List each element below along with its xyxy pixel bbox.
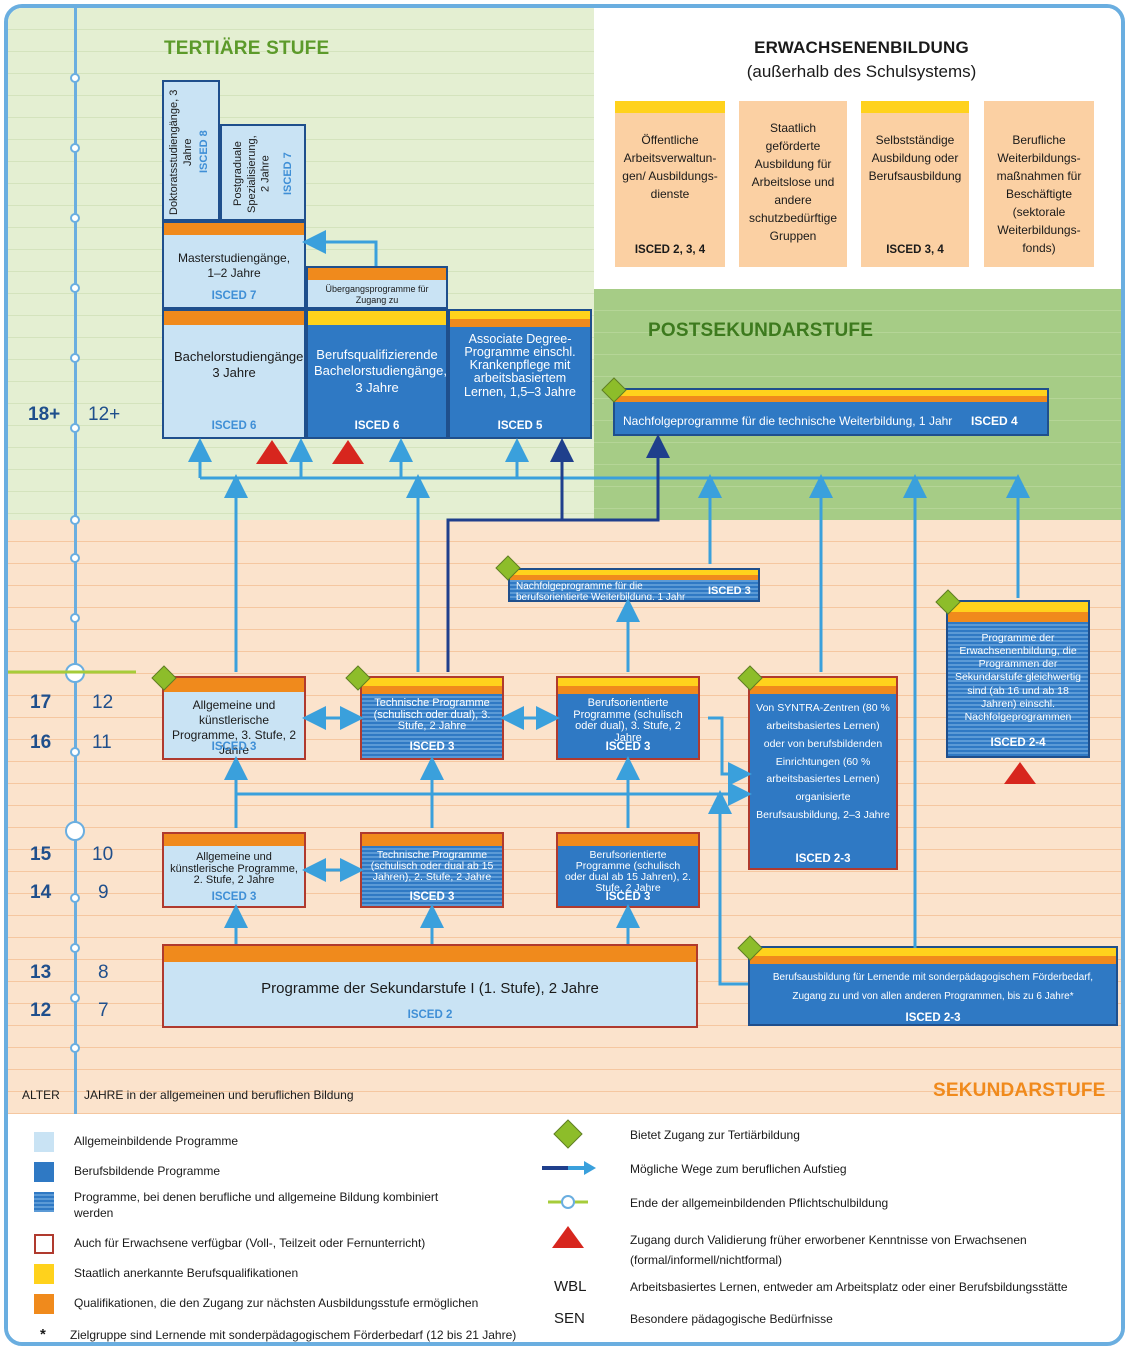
year-12plus: 12+ [88,404,121,425]
year-9: 9 [98,882,109,903]
year-12: 12 [92,692,114,713]
legend-general: Allgemeinbildende Programme [74,1134,239,1148]
gen3-box: Allgemeine und künstlerische Programme, … [162,676,306,760]
abbr-wbl-text: Arbeitsbasiertes Lernen, entweder am Arb… [630,1280,1068,1294]
age-17: 17 [30,692,52,713]
voc2-box: Berufsorientierte Programme (schulisch o… [556,832,700,908]
legend-compulsory-end: Ende der allgemeinbildenden Pflichtschul… [630,1196,889,1210]
adult-card-unemployed-training: Staatlich geförderte Ausbildung für Arbe… [739,101,847,267]
tech-further-box: Nachfolgeprogramme für die technische We… [613,388,1049,436]
master-box: Masterstudiengänge, 1–2 Jahre ISCED 7 [162,221,306,309]
footnote-mark: * [40,1326,46,1343]
sen-box: Berufsausbildung für Lernende mit sonder… [748,946,1118,1026]
legend-career-paths: Mögliche Wege zum beruflichen Aufstieg [630,1162,847,1176]
tech2-box: Technische Programme (schulisch oder dua… [360,832,504,908]
legend-adult: Auch für Erwachsene verfügbar (Voll-, Te… [74,1236,426,1250]
syntra-box: Von SYNTRA-Zentren (80 % arbeitsbasierte… [748,676,898,870]
legend-vocational: Berufsbildende Programme [74,1164,221,1178]
legend-zone [8,1114,1121,1342]
adult-education-subtitle: (außerhalb des Schulsystems) [746,62,977,81]
legend-swatch-adult [34,1234,54,1254]
associate-degree-box: Associate Degree-Programme einschl. Kran… [448,309,592,439]
age-14: 14 [30,882,52,903]
age-16: 16 [30,732,52,753]
adult-prog-box: Programme der Erwachsenenbildung, die Pr… [946,600,1090,758]
adult-education-title: ERWACHSENENBILDUNG [754,38,969,57]
adult-card-sectoral-funds: Berufliche Weiterbildungs­maßnahmen für … [984,101,1094,267]
footnote-text: Zielgruppe sind Lernende mit sonderpädag… [70,1328,517,1342]
bachelor-box: Bachelorstudiengänge, 3 Jahre ISCED 6 [162,309,306,439]
age-13: 13 [30,962,52,983]
diagram-frame: TERTIÄRE STUFE POSTSEKUNDARSTUFE SEKUNDA… [4,4,1125,1346]
adult-card-public-employment: Öffentliche Arbeitsverwaltun­gen/ Ausbil… [615,101,725,267]
lower-secondary-box: Programme der Sekundarstufe I (1. Stufe)… [162,944,698,1028]
age-12: 12 [30,1000,52,1021]
legend-combined: Programme, bei denen berufliche und allg… [74,1190,439,1220]
year-8: 8 [98,962,109,983]
abbr-sen: SEN [554,1310,585,1327]
doctoral-box: Doktoratsstudiengänge, 3 Jahre ISCED 8 [162,80,220,221]
legend-swatch-qualification [34,1264,54,1284]
postgrad-box: Postgraduale Spezialisierung, 2 Jahre IS… [220,124,306,221]
prof-bachelor-box: Berufsqualifizierende Bachelorstudiengän… [306,309,448,439]
secondary-title: SEKUNDARSTUFE [933,1080,1106,1101]
year-10: 10 [92,844,114,865]
abbr-wbl: WBL [554,1278,587,1295]
legend-swatch-progression [34,1294,54,1314]
legend-swatch-combined [34,1192,54,1212]
legend-progression: Qualifikationen, die den Zugang zur näch… [74,1296,479,1310]
arrow-connectors [8,73,1036,1053]
bridging-box: Übergangsprogramme für Zugang zu Masters… [306,266,448,309]
years-axis-label: JAHRE in der allgemeinen und beruflichen… [84,1088,354,1102]
legend-icons [542,1119,596,1248]
age-15: 15 [30,844,52,865]
legend-validation: Zugang durch Validierung früher erworben… [630,1233,1027,1268]
tertiary-title: TERTIÄRE STUFE [164,38,330,59]
legend-swatch-vocational [34,1162,54,1182]
legend-tertiary-access: Bietet Zugang zur Tertiärbildung [630,1128,800,1142]
age-18plus: 18+ [28,404,61,425]
voc3-box: Berufsorientierte Programme (schulisch o… [556,676,700,760]
year-7: 7 [98,1000,109,1021]
year-11: 11 [92,732,112,753]
legend-qualification: Staatlich anerkannte Berufsqualifikation… [74,1266,299,1280]
age-axis-label: ALTER [22,1088,60,1102]
abbr-sen-text: Besondere pädagogische Bedürfnisse [630,1312,833,1326]
postsecondary-title: POSTSEKUNDARSTUFE [648,320,874,341]
legend-swatch-general [34,1132,54,1152]
voc-further-box: Nachfolgeprogramme für die berufsorienti… [508,568,760,602]
adult-card-self-employed: Selbstständige Ausbildung oder Berufsaus… [861,101,969,267]
gen2-box: Allgemeine und künstlerische Programme, … [162,832,306,908]
